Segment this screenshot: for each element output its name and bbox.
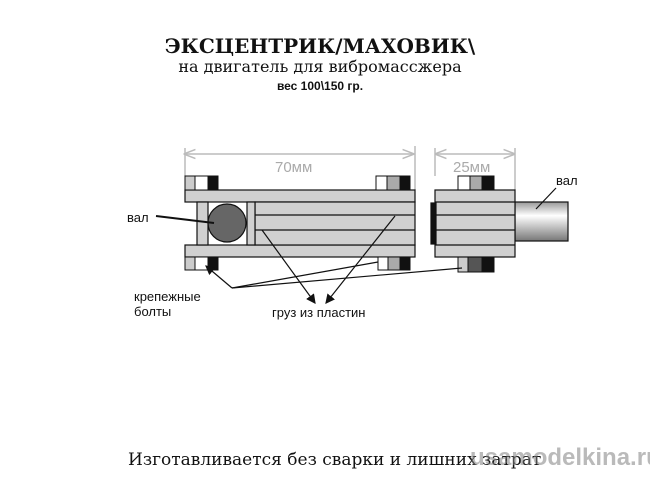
weight-note: вес 100\150 гр. <box>276 79 364 93</box>
hub-assembly <box>430 189 569 258</box>
hub-edge <box>430 202 437 245</box>
bolts-label-2: болты <box>134 304 171 319</box>
shaft-label-right: вал <box>556 173 578 188</box>
shaft-label-left: вал <box>127 210 149 225</box>
dimension-25-label: 25мм <box>453 159 490 176</box>
leader-lines <box>155 187 557 304</box>
top-plate <box>184 189 416 203</box>
end-spacer <box>196 201 209 246</box>
bolts-label-1: крепежные <box>134 289 201 304</box>
subtitle: на двигатель для вибромассжера <box>178 57 462 76</box>
weights-label: груз из пластин <box>272 305 365 320</box>
dimension-70-label: 70мм <box>275 159 312 176</box>
bolt-hub-top <box>457 175 495 191</box>
footer-text: Изготавливается без сварки и лишних затр… <box>128 450 542 470</box>
motor-shaft <box>514 201 569 242</box>
dimension-70 <box>185 146 416 190</box>
bolt-bottom-left <box>184 256 219 271</box>
bolt-hub-bottom <box>457 256 495 273</box>
bolts <box>184 175 495 273</box>
watermark: usamodelkina.ru <box>470 444 650 471</box>
dimension-25 <box>434 148 516 190</box>
weight-plates <box>254 201 416 246</box>
hub-body <box>434 189 516 258</box>
title: ЭКСЦЕНТРИК/МАХОВИК\ <box>164 34 476 58</box>
left-assembly <box>184 189 416 258</box>
bottom-plate <box>184 244 416 258</box>
bolt-top-left <box>184 175 219 191</box>
bolt-top-right <box>375 175 411 191</box>
inner-spacer <box>246 201 256 246</box>
bolt-bottom-right <box>377 256 411 271</box>
